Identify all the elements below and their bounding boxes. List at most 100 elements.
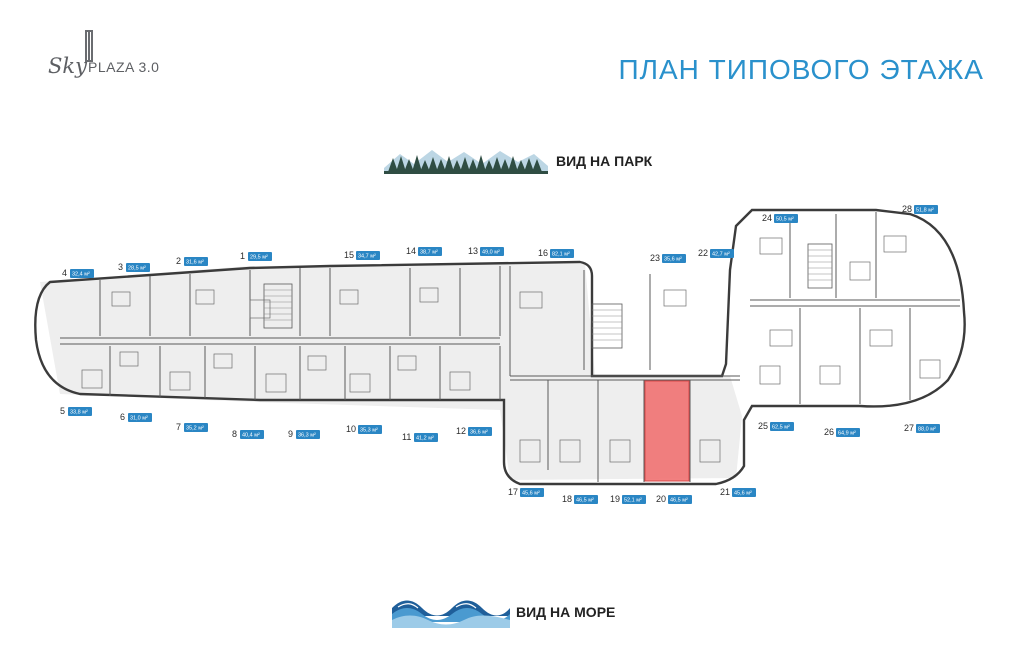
unit-badge-9[interactable]: 9 36,3 м²: [288, 429, 320, 439]
unit-number: 27: [904, 423, 914, 433]
unit-number: 16: [538, 248, 548, 258]
unit-area: 29,5 м²: [250, 255, 268, 261]
unit-number: 1: [240, 251, 245, 261]
unit-badge-22[interactable]: 22 42,7 м²: [698, 248, 734, 258]
unit-badge-24[interactable]: 24 50,5 м²: [762, 213, 798, 223]
inner-walls: [60, 212, 960, 482]
unit-number: 9: [288, 429, 293, 439]
unit-area-badge: [418, 247, 442, 256]
unit-area: 42,7 м²: [712, 252, 730, 258]
unit-area-badge: [770, 422, 794, 431]
unit-area-badge: [184, 423, 208, 432]
unit-area: 36,3 м²: [298, 433, 316, 439]
unit-area-badge: [662, 254, 686, 263]
unit-area-badge: [914, 205, 938, 214]
unit-area: 52,1 м²: [624, 498, 642, 504]
unit-area-badge: [480, 247, 504, 256]
unit-number: 25: [758, 421, 768, 431]
room-fixtures: [81, 235, 941, 463]
unit-area: 35,3 м²: [360, 428, 378, 434]
unit-badge-14[interactable]: 14 38,7 м²: [406, 246, 442, 256]
unit-area-badge: [668, 495, 692, 504]
unit-area-badge: [296, 430, 320, 439]
unit-area: 32,4 м²: [72, 272, 90, 278]
unit-area: 50,5 м²: [776, 217, 794, 223]
unit-number: 23: [650, 253, 660, 263]
unit-area: 40,4 м²: [242, 433, 260, 439]
logo-word-sky: Sky: [48, 54, 87, 78]
unit-area-badge: [732, 488, 756, 497]
unit-area-badge: [68, 407, 92, 416]
unit-number: 8: [232, 429, 237, 439]
unit-area: 38,7 м²: [420, 250, 438, 256]
unit-area-badge: [70, 269, 94, 278]
unit-area-badge: [184, 257, 208, 266]
unit-area-badge: [128, 413, 152, 422]
unit-number: 5: [60, 406, 65, 416]
unit-area: 62,5 м²: [772, 425, 790, 431]
unit-badge-2[interactable]: 2 31,6 м²: [176, 256, 208, 266]
unit-area-badge: [520, 488, 544, 497]
waves-icon: [392, 600, 510, 628]
unit-area-badge: [240, 430, 264, 439]
unit-number: 6: [120, 412, 125, 422]
unit-number: 17: [508, 487, 518, 497]
unit-area: 31,6 м²: [186, 260, 204, 266]
unit-badge-23[interactable]: 23 35,6 м²: [650, 253, 686, 263]
unit-number: 3: [118, 262, 123, 272]
unit-area: 35,6 м²: [664, 257, 682, 263]
unit-number: 24: [762, 213, 772, 223]
park-view-label: ВИД НА ПАРК: [556, 153, 653, 169]
unit-area: 49,0 м²: [482, 250, 500, 256]
stair-steps: [264, 249, 832, 341]
unit-number: 12: [456, 426, 466, 436]
unit-number: 2: [176, 256, 181, 266]
unit-area: 35,2 м²: [186, 426, 204, 432]
building-shadow: [40, 264, 742, 480]
unit-number: 22: [698, 248, 708, 258]
unit-number: 14: [406, 246, 416, 256]
forest-icon: [384, 150, 548, 174]
unit-area-badge: [574, 495, 598, 504]
unit-number: 15: [344, 250, 354, 260]
unit-number: 28: [902, 204, 912, 214]
unit-area-badge: [356, 251, 380, 260]
unit-area-badge: [248, 252, 272, 261]
unit-area-badge: [358, 425, 382, 434]
unit-badge-1[interactable]: 1 29,5 м²: [240, 251, 272, 261]
unit-badge-8[interactable]: 8 40,4 м²: [232, 429, 264, 439]
unit-area-badge: [836, 428, 860, 437]
unit-area: 45,6 м²: [522, 491, 540, 497]
sea-view-label: ВИД НА МОРЕ: [516, 604, 616, 620]
unit-area: 45,6 м²: [734, 491, 752, 497]
unit-number: 11: [402, 432, 411, 442]
unit-area-badge: [710, 249, 734, 258]
unit-badge-17[interactable]: 17 45,6 м²: [508, 487, 544, 497]
highlighted-unit-20[interactable]: [644, 380, 690, 482]
brand-logo: Sky PLAZA 3.0: [40, 28, 160, 94]
page-title: ПЛАН ТИПОВОГО ЭТАЖА: [618, 54, 984, 85]
unit-badge-25[interactable]: 25 62,5 м²: [758, 421, 794, 431]
unit-area: 46,5 м²: [670, 498, 688, 504]
unit-area-badge: [774, 214, 798, 223]
unit-area: 64,9 м²: [838, 431, 856, 437]
logo-word-plaza: PLAZA 3.0: [88, 59, 160, 75]
